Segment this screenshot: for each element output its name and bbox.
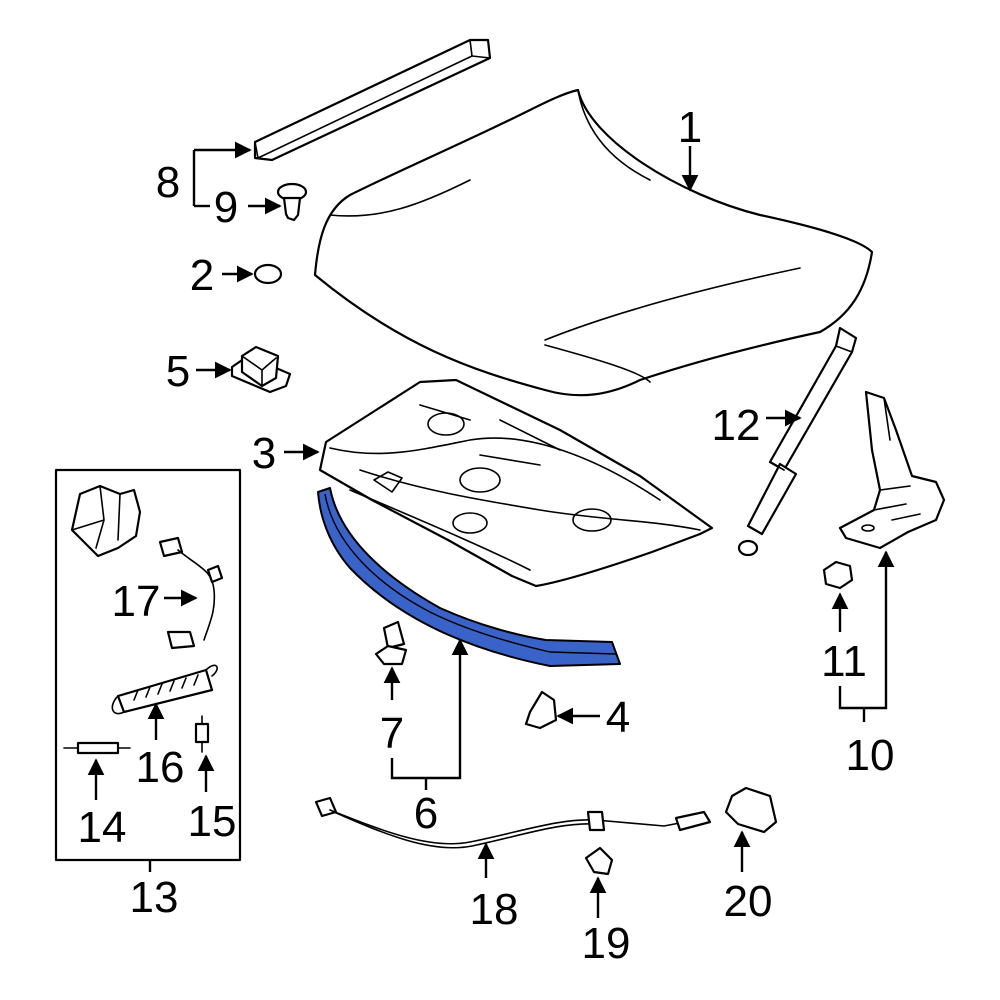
hinge-nut[interactable]	[822, 560, 854, 590]
hood-lift-support[interactable]	[737, 326, 858, 557]
hood-lock[interactable]	[70, 484, 142, 558]
callout-8: 8	[156, 158, 180, 207]
lock-wire-harness[interactable]	[158, 536, 224, 650]
callout-19: 19	[582, 919, 631, 968]
hood-panel[interactable]	[313, 88, 874, 397]
hood-to-radiator-seal[interactable]	[317, 487, 621, 667]
callout-4: 4	[606, 693, 630, 742]
callout-10: 10	[846, 731, 895, 780]
hood-inner-panel[interactable]	[318, 378, 714, 588]
callout-15: 15	[188, 797, 237, 846]
lock-switch[interactable]	[194, 715, 210, 753]
callout-1: 1	[678, 103, 702, 152]
callout-14: 14	[78, 803, 127, 852]
seal-push-clip[interactable]	[374, 620, 408, 666]
callout-16: 16	[136, 743, 185, 792]
hood-bumper[interactable]	[230, 345, 292, 394]
callout-labels: 1 8 9 2 5 3 12 7 6 4 11 10 17 16 14 15 1…	[78, 103, 895, 968]
callout-3: 3	[252, 429, 276, 478]
cable-clip[interactable]	[584, 846, 614, 876]
callout-2: 2	[190, 251, 214, 300]
callout-11: 11	[821, 637, 867, 686]
callout-20: 20	[724, 877, 773, 926]
callout-5: 5	[166, 347, 190, 396]
leader-lines	[87, 146, 895, 918]
callout-13: 13	[130, 873, 179, 922]
hood-seal-strip[interactable]	[253, 38, 492, 162]
hood-release-cable[interactable]	[314, 796, 712, 849]
callout-7: 7	[380, 709, 404, 758]
callout-9: 9	[214, 183, 238, 232]
lock-spring[interactable]	[111, 664, 218, 715]
callout-18: 18	[470, 885, 519, 934]
release-handle-bracket[interactable]	[724, 786, 778, 834]
hood-retainer[interactable]	[524, 690, 558, 730]
lock-pin[interactable]	[63, 741, 131, 755]
callout-17: 17	[112, 577, 161, 626]
hood-grommet[interactable]	[253, 263, 283, 285]
callout-12: 12	[712, 401, 761, 450]
callout-6: 6	[414, 789, 438, 838]
hood-hinge[interactable]	[838, 390, 946, 550]
seal-clip[interactable]	[276, 182, 308, 222]
